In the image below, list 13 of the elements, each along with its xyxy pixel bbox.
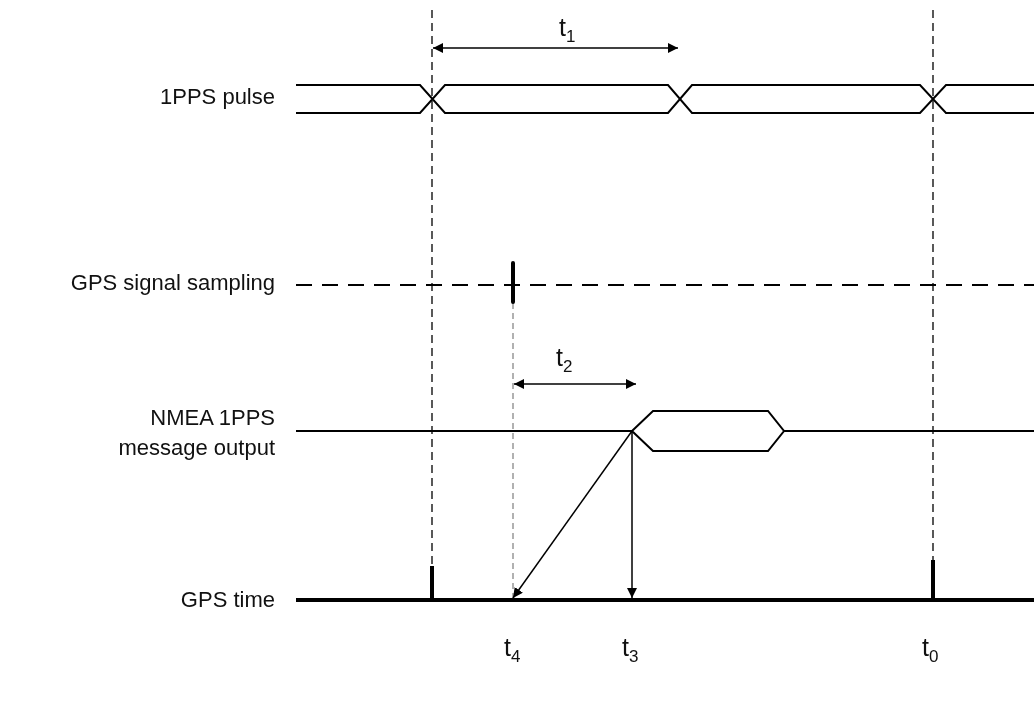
time-label: t$_{2}$ — [556, 342, 573, 378]
signal-label: GPS signal sampling — [70, 270, 275, 297]
arrow — [627, 430, 637, 599]
signal-label: GPS time — [180, 587, 275, 614]
signal-label: NMEA 1PPS message output — [117, 404, 275, 462]
time-label: t$_{1}$ — [559, 12, 576, 48]
signal-label: 1PPS pulse — [160, 84, 275, 111]
time-axis — [296, 598, 1034, 602]
time-label: t$_{4}$ — [504, 632, 521, 668]
time-label: t$_{3}$ — [622, 632, 639, 668]
message-hexagon — [631, 410, 786, 452]
time-label: t$_{0}$ — [922, 632, 939, 668]
arrow — [512, 430, 633, 599]
